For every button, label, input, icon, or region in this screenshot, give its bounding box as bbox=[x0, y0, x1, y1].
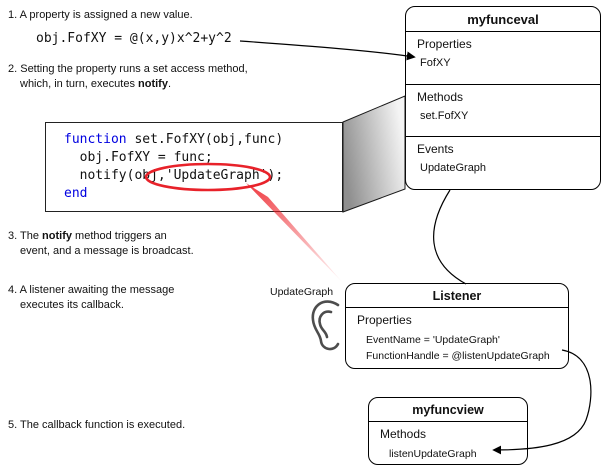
step-3-notify-bold: notify bbox=[42, 230, 72, 242]
member-item-fofxy: FofXY bbox=[420, 57, 451, 69]
code-line-1: function set.FofXY(obj,func) bbox=[64, 131, 342, 149]
myfunceval-properties-section: Properties FofXY bbox=[406, 32, 600, 85]
myfuncview-class-box: myfuncview Methods listenUpdateGraph bbox=[368, 397, 528, 465]
member-item-setfofxy: set.FofXY bbox=[420, 109, 469, 122]
myfuncview-methods-section: Methods listenUpdateGraph bbox=[369, 422, 527, 464]
code-line-3: notify(obj,'UpdateGraph'); bbox=[64, 168, 284, 183]
step-1: 1. A property is assigned a new value. bbox=[8, 8, 193, 23]
step-5: 5. The callback function is executed. bbox=[8, 418, 185, 433]
member-item-functionhandle: FunctionHandle = @listenUpdateGraph bbox=[366, 350, 550, 362]
arrow-assignment-to-property bbox=[239, 40, 416, 61]
member-item-eventname: EventName = 'UpdateGraph' bbox=[366, 334, 500, 346]
code-line-2: obj.FofXY = func; bbox=[64, 150, 213, 165]
section-header-myfuncview-methods: Methods bbox=[380, 427, 427, 441]
step-2: 2. Setting the property runs a set acces… bbox=[8, 62, 248, 92]
step-4: 4. A listener awaiting the message execu… bbox=[8, 283, 174, 313]
ear-icon bbox=[311, 300, 340, 351]
section-header-listener-properties: Properties bbox=[357, 313, 412, 327]
myfuncview-title: myfuncview bbox=[369, 398, 527, 422]
step-5-text: 5. The callback function is executed. bbox=[8, 419, 186, 431]
step-2-notify-bold: notify bbox=[138, 78, 168, 90]
step-3-line2: event, and a message is broadcast. bbox=[20, 245, 194, 257]
connector-event-to-listener bbox=[433, 189, 467, 285]
step-4-line2: executes its callback. bbox=[20, 299, 124, 311]
section-header-methods: Methods bbox=[417, 89, 464, 104]
step-3-line1: 3. The notify method triggers an bbox=[8, 229, 194, 244]
set-method-code-box: function set.FofXY(obj,func) obj.FofXY =… bbox=[45, 122, 343, 212]
step-2-line2-pre: which, in turn, executes bbox=[20, 78, 139, 90]
listener-properties-section: Properties EventName = 'UpdateGraph' Fun… bbox=[346, 308, 568, 368]
member-item-updategraph: UpdateGraph bbox=[420, 162, 487, 175]
member-item-listenupdategraph: listenUpdateGraph bbox=[389, 448, 477, 460]
step-2-line2-post: . bbox=[167, 78, 172, 90]
wedge-3d bbox=[342, 95, 406, 213]
keyword-function: function bbox=[64, 132, 127, 147]
code-line-1-rest: set.FofXY(obj,func) bbox=[126, 132, 284, 147]
step-3: 3. The notify method triggers an event, … bbox=[8, 229, 194, 259]
listener-title: Listener bbox=[346, 284, 568, 308]
step-3-line1-pre: 3. The bbox=[8, 230, 43, 242]
step-4-line1: 4. A listener awaiting the message bbox=[8, 284, 175, 296]
step-2-line2: which, in turn, executes notify. bbox=[20, 77, 248, 92]
section-header-events: Events bbox=[417, 142, 454, 157]
myfunceval-events-section: Events UpdateGraph bbox=[406, 137, 600, 189]
step-2-line1: 2. Setting the property runs a set acces… bbox=[8, 63, 248, 75]
keyword-end: end bbox=[64, 186, 88, 201]
step-1-text: 1. A property is assigned a new value. bbox=[8, 9, 193, 21]
myfunceval-title: myfunceval bbox=[406, 7, 600, 32]
myfunceval-methods-section: Methods set.FofXY bbox=[406, 85, 600, 138]
listener-class-box: Listener Properties EventName = 'UpdateG… bbox=[345, 283, 569, 369]
section-header-properties: Properties bbox=[417, 37, 472, 51]
step-3-line1-post: method triggers an bbox=[72, 230, 167, 242]
assignment-code: obj.FofXY = @(x,y)x^2+y^2 bbox=[36, 31, 232, 46]
myfunceval-class-box: myfunceval Properties FofXY Methods set.… bbox=[405, 6, 601, 190]
event-message-label: UpdateGraph bbox=[270, 286, 334, 298]
